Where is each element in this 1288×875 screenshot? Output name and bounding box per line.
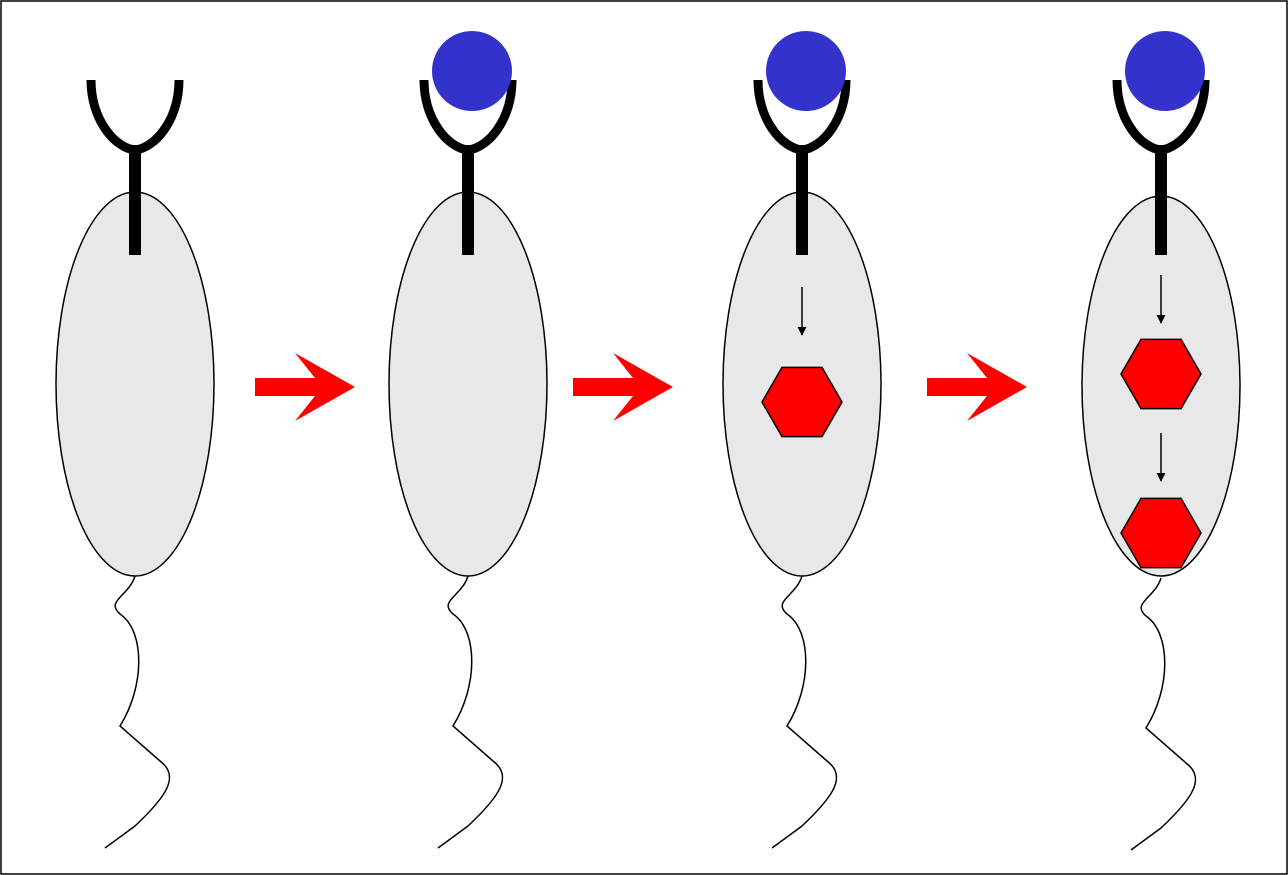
flagellum bbox=[438, 576, 503, 848]
flagellum bbox=[105, 576, 170, 848]
stages-group bbox=[56, 31, 1240, 850]
right-arrow-icon bbox=[573, 353, 673, 421]
flagellum bbox=[772, 576, 837, 848]
right-arrow-icon bbox=[927, 353, 1027, 421]
circle-ligand-icon bbox=[432, 31, 512, 111]
cell-stage-2 bbox=[389, 31, 547, 848]
circle-ligand-icon bbox=[766, 31, 846, 111]
transitions-group bbox=[255, 353, 1027, 421]
cell-stage-1 bbox=[56, 80, 214, 848]
cell-stage-3 bbox=[723, 31, 881, 848]
circle-ligand-icon bbox=[1125, 31, 1205, 111]
right-arrow-icon bbox=[255, 353, 355, 421]
cell-stage-4 bbox=[1082, 31, 1240, 850]
flagellum bbox=[1131, 578, 1196, 850]
